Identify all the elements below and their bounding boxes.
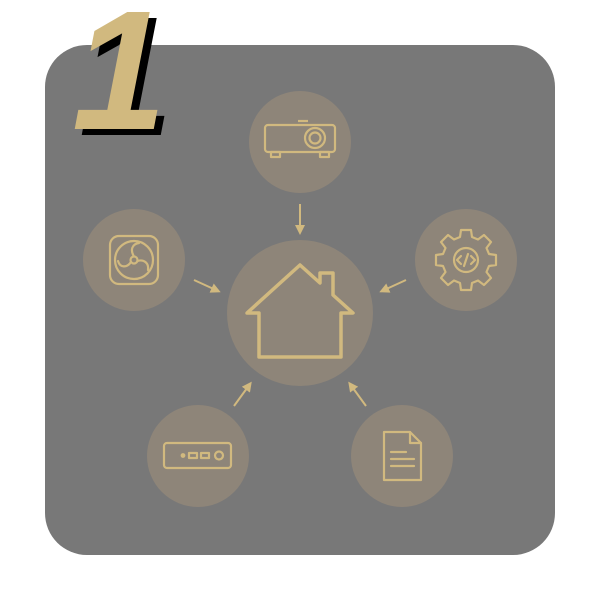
mini-pc-node bbox=[147, 405, 249, 507]
document-node bbox=[351, 405, 453, 507]
projector-icon bbox=[263, 119, 337, 159]
mini-pc-icon bbox=[162, 441, 233, 470]
fan-icon bbox=[108, 234, 160, 286]
fan-node bbox=[83, 209, 185, 311]
hub-node bbox=[227, 240, 373, 386]
house-icon bbox=[245, 263, 355, 359]
projector-node bbox=[249, 91, 351, 193]
code-gear-icon bbox=[434, 228, 498, 292]
step-number: 1 bbox=[72, 0, 167, 166]
document-icon bbox=[382, 430, 423, 482]
code-gear-node bbox=[415, 209, 517, 311]
